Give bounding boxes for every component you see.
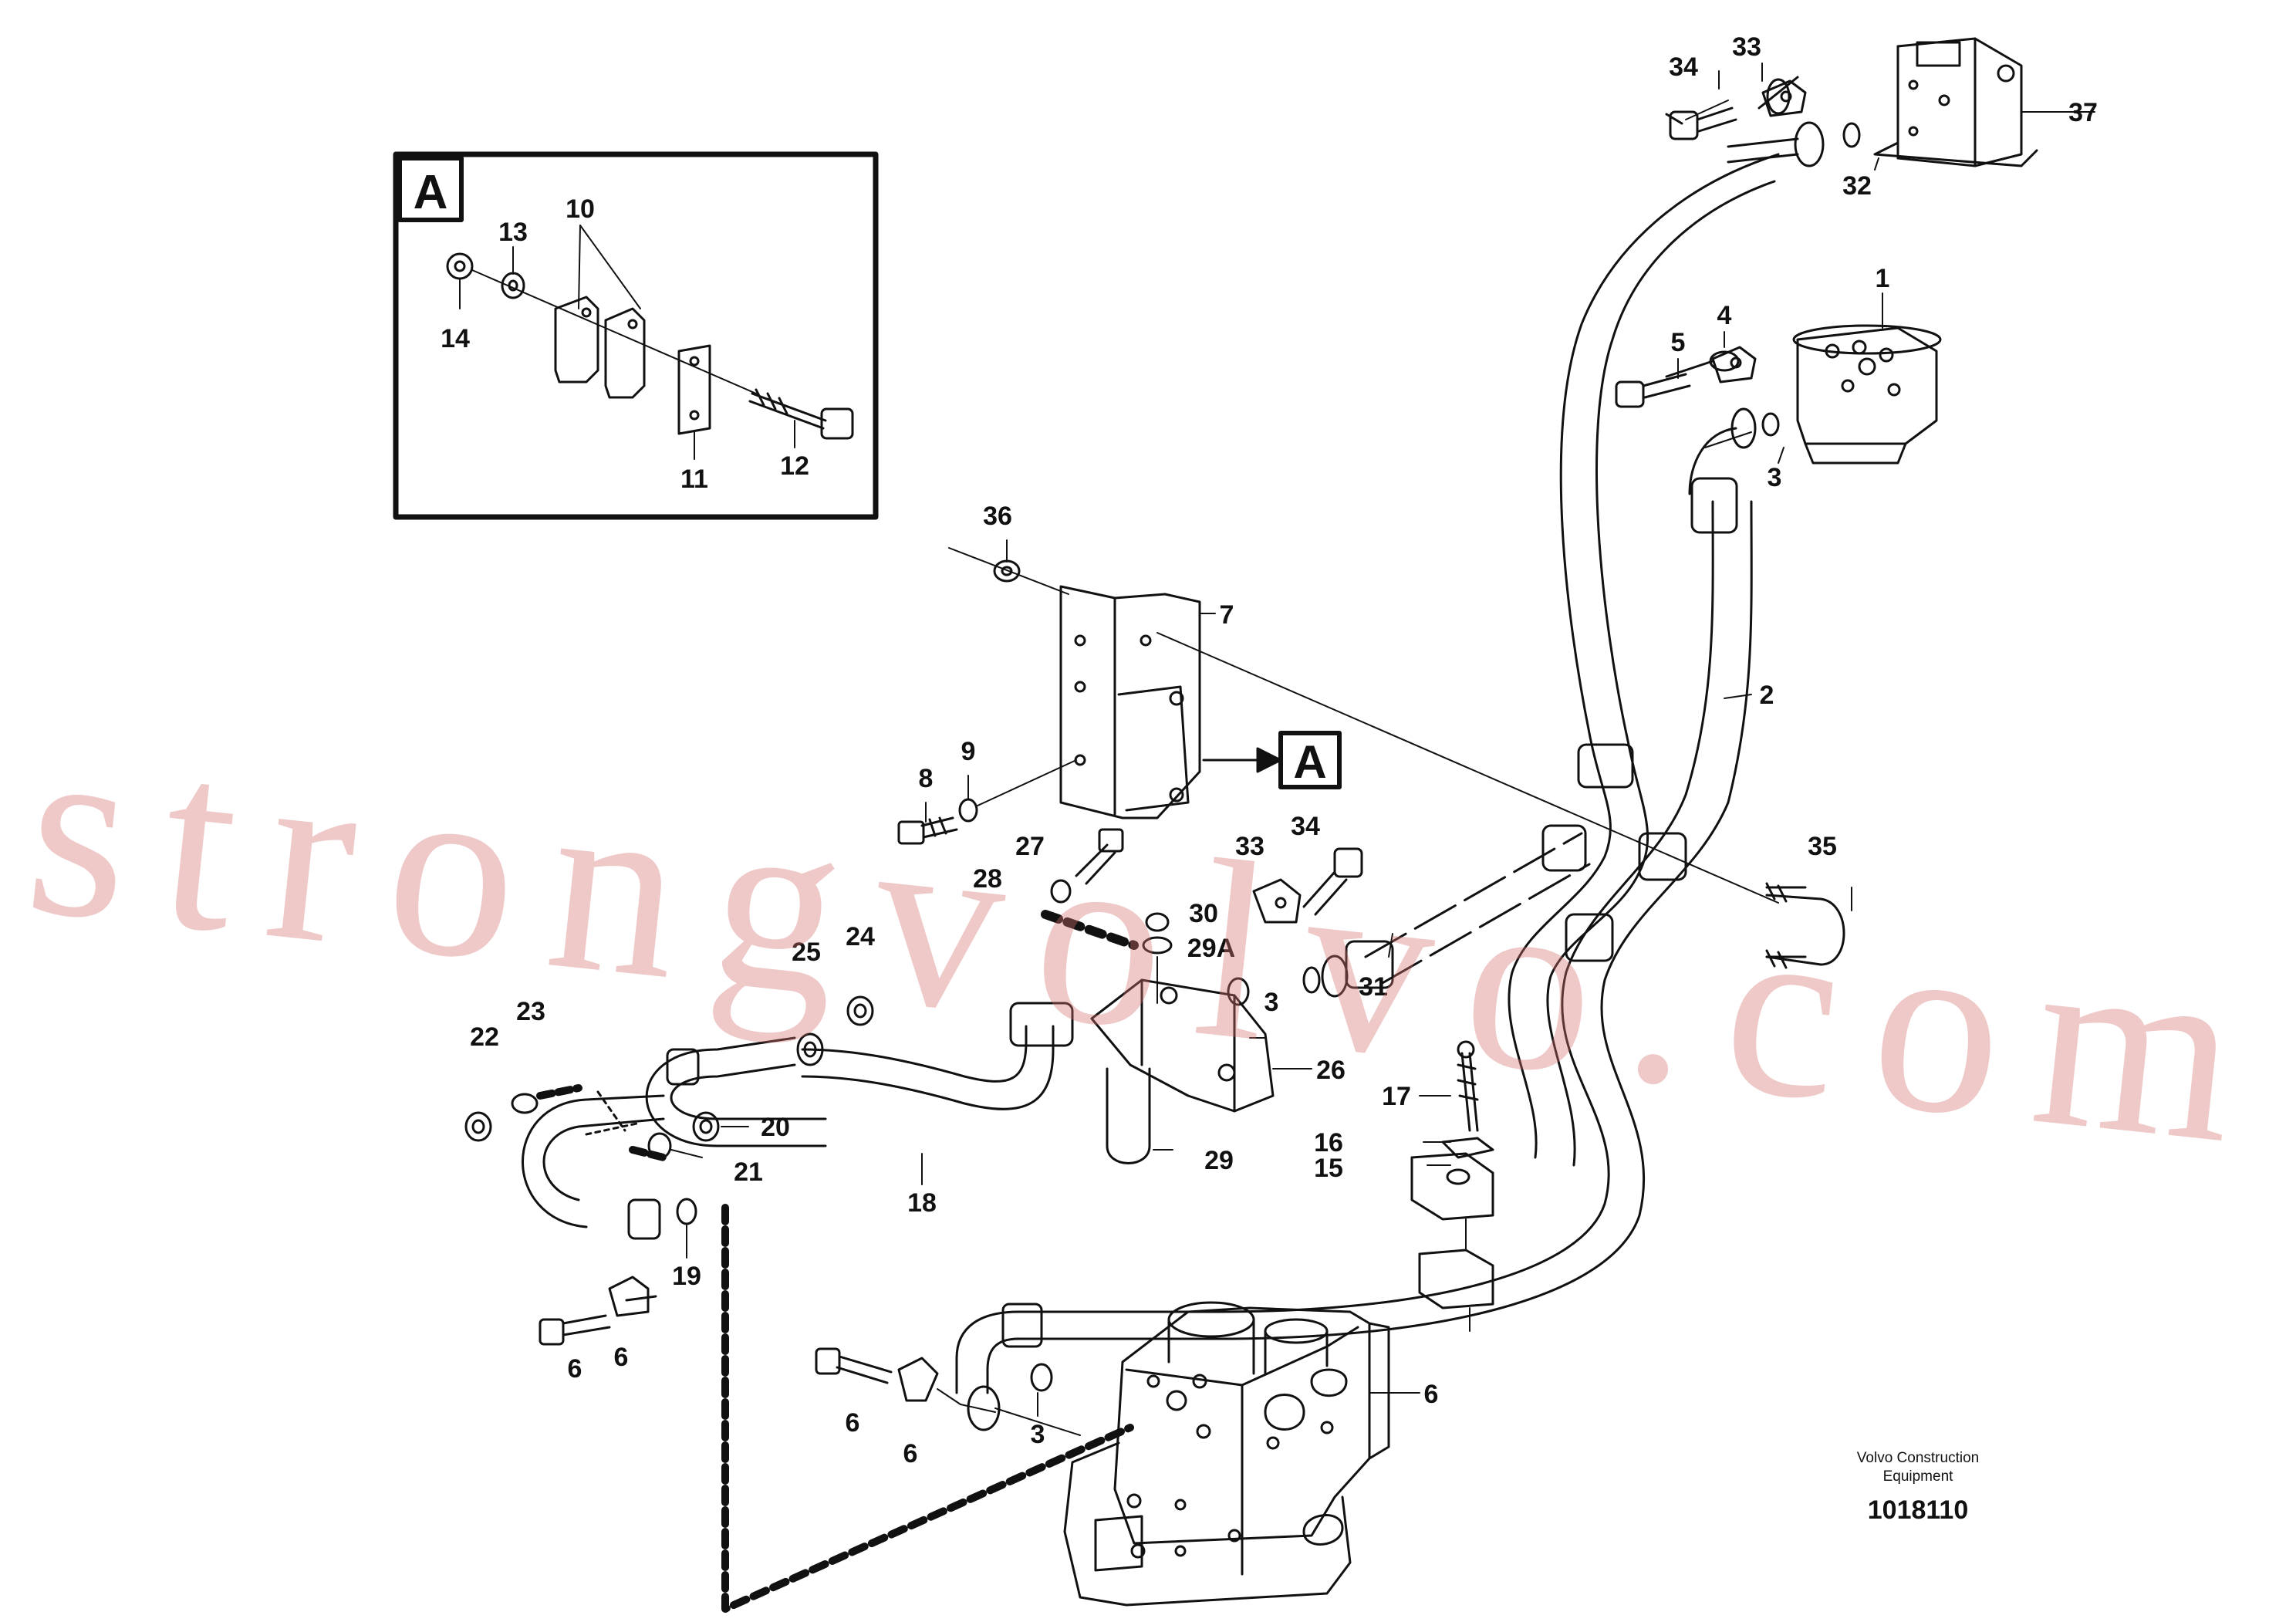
plate-11-icon xyxy=(677,344,711,435)
callout-27: 27 xyxy=(1015,832,1045,861)
pipe-18 xyxy=(522,1002,1074,1240)
callout-3: 3 xyxy=(1031,1420,1045,1449)
callout-6: 6 xyxy=(846,1408,860,1438)
maker-line-1: Volvo Construction xyxy=(1856,1450,1980,1466)
callout-6: 6 xyxy=(903,1439,918,1468)
callout-32: 32 xyxy=(1842,171,1872,201)
detail-a-label: A xyxy=(414,166,448,219)
bolt-34-top-icon xyxy=(1669,106,1737,140)
callout-23: 23 xyxy=(516,997,545,1026)
u-bolt-35-icon xyxy=(1765,882,1845,969)
bolt-27-icon xyxy=(1050,828,1124,904)
detail-a-callout-box-label: A xyxy=(1293,736,1326,788)
callout-5: 5 xyxy=(1671,328,1686,357)
callout-12: 12 xyxy=(780,451,809,481)
callout-34: 34 xyxy=(1291,812,1320,841)
callout-28: 28 xyxy=(973,864,1002,894)
clamp-33-top-icon xyxy=(1761,79,1807,117)
callout-10: 10 xyxy=(566,194,595,224)
callout-20: 20 xyxy=(761,1113,790,1142)
callout-9: 9 xyxy=(961,737,976,766)
valve-block-37-icon xyxy=(1873,37,2045,167)
washer-16-icon xyxy=(1441,1137,1494,1159)
callout-16: 16 xyxy=(1314,1128,1343,1157)
footer: Volvo Construction Equipment 1018110 xyxy=(1802,1449,2034,1526)
axis-line-7-to-35 xyxy=(1156,632,1779,904)
callout-7: 7 xyxy=(1220,600,1234,630)
bolt-5-icon xyxy=(1615,373,1691,408)
dashed-leader-6 xyxy=(721,1204,1134,1613)
callout-18: 18 xyxy=(907,1188,937,1218)
bolt-17-icon xyxy=(1457,1040,1479,1132)
callout-31: 31 xyxy=(1359,972,1388,1002)
callout-3: 3 xyxy=(1768,463,1782,492)
hose-31 xyxy=(1302,824,1591,998)
bolt-12-icon xyxy=(748,388,854,440)
callout-24: 24 xyxy=(846,922,875,951)
clamp-15-icon xyxy=(1410,1152,1494,1332)
callout-26: 26 xyxy=(1316,1056,1346,1085)
callout-29a: 29A xyxy=(1187,934,1235,963)
callout-4: 4 xyxy=(1717,301,1732,330)
bolt-6-left-icon xyxy=(539,1276,657,1346)
callout-37: 37 xyxy=(2068,98,2098,127)
callout-17: 17 xyxy=(1382,1082,1411,1111)
clamp-33-icon xyxy=(1252,878,1302,924)
o-ring-3-mid-icon xyxy=(1227,977,1250,1006)
maker-line-2: Equipment xyxy=(1882,1468,1953,1485)
control-valve-6-icon xyxy=(1063,1301,1420,1607)
callout-6: 6 xyxy=(1424,1380,1439,1409)
callout-33: 33 xyxy=(1235,832,1264,861)
hose-lower-extension xyxy=(955,1303,1043,1431)
hose-upper-loop xyxy=(1508,153,1780,1167)
callout-36: 36 xyxy=(983,502,1012,531)
callout-8: 8 xyxy=(919,764,934,793)
dashed-leader-28 xyxy=(1041,910,1139,950)
callout-30: 30 xyxy=(1189,899,1218,928)
callout-21: 21 xyxy=(734,1157,763,1187)
bolt-6-mid-icon xyxy=(815,1347,1081,1436)
hose-lower-fitting xyxy=(1665,350,1780,495)
callout-19: 19 xyxy=(672,1262,701,1291)
callout-11: 11 xyxy=(680,465,708,494)
callout-2: 2 xyxy=(1760,681,1774,710)
callout-1: 1 xyxy=(1876,264,1890,293)
callout-22: 22 xyxy=(470,1022,499,1052)
fittings-20-25 xyxy=(464,995,874,1161)
callout-29: 29 xyxy=(1204,1146,1234,1175)
document-number: 1018110 xyxy=(1867,1495,1969,1525)
callout-6: 6 xyxy=(568,1354,582,1384)
clamp-4-icon xyxy=(1711,346,1757,384)
hose-2 xyxy=(1017,477,1753,1340)
bracket-7-icon xyxy=(948,547,1282,819)
o-ring-3-lower-icon xyxy=(1030,1363,1053,1392)
u-bolt-29-icon xyxy=(1106,1067,1173,1164)
callout-13: 13 xyxy=(498,218,528,247)
leader-lines xyxy=(686,63,2095,1417)
detail-a-frame xyxy=(393,151,879,520)
clamp-10-icon xyxy=(554,296,646,399)
callout-labels: 1 2 3 3 3 4 5 6 6 6 6 6 7 8 9 10 11 12 1… xyxy=(441,32,2098,1468)
washer-30-icon xyxy=(1142,912,1173,1004)
callout-6: 6 xyxy=(614,1343,629,1372)
callout-25: 25 xyxy=(792,938,821,967)
callout-35: 35 xyxy=(1808,832,1837,861)
washer-13-icon xyxy=(501,272,525,299)
valve-block-1-icon xyxy=(1792,292,1942,465)
detail-a-parts xyxy=(446,225,854,460)
nut-14-icon xyxy=(446,252,474,280)
callout-14: 14 xyxy=(441,324,470,353)
bolt-34-icon xyxy=(1302,847,1363,916)
callout-33: 33 xyxy=(1732,32,1761,62)
callout-15: 15 xyxy=(1314,1154,1343,1183)
hose-upper-fitting xyxy=(1665,76,1861,167)
callout-3: 3 xyxy=(1264,988,1279,1017)
callout-34: 34 xyxy=(1669,52,1698,82)
